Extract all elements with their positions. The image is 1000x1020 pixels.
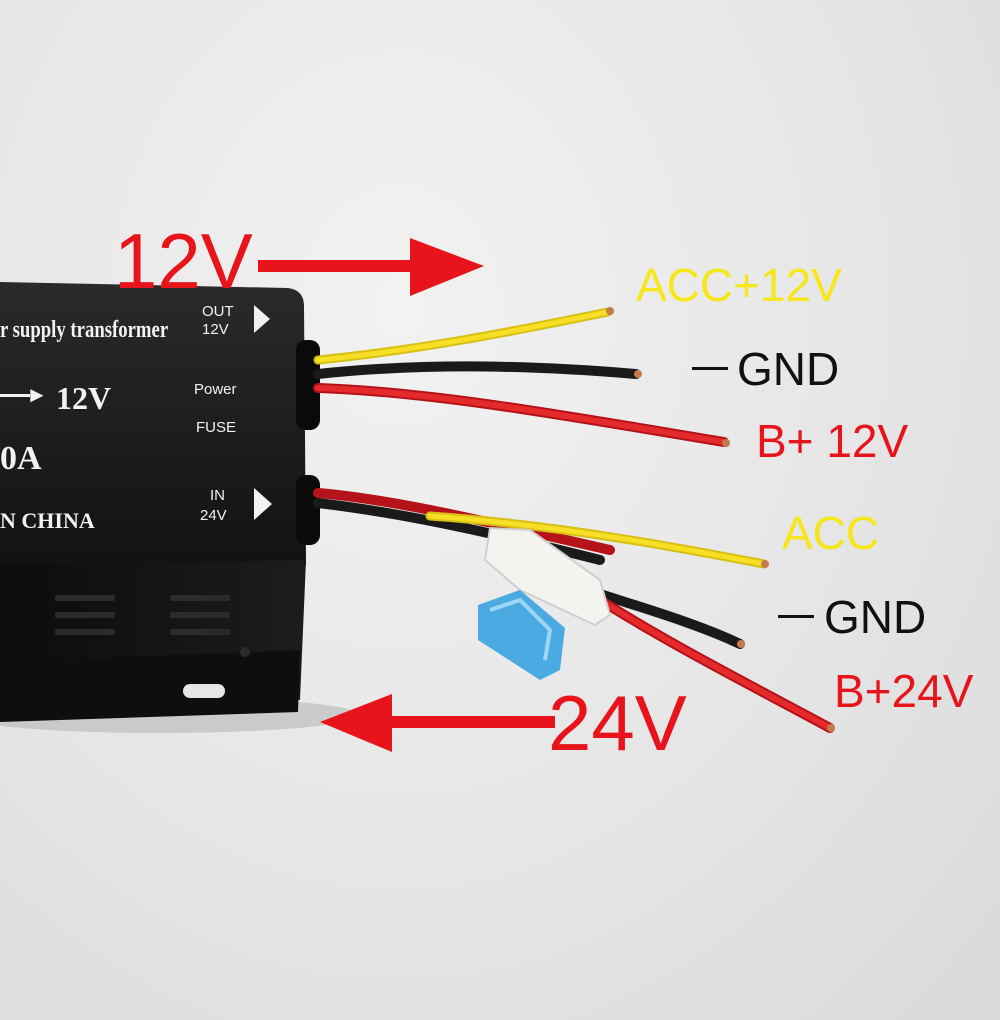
- left-arrow-icon: [320, 694, 555, 752]
- label-gnd-bottom: GND: [824, 591, 927, 643]
- in-label: IN: [210, 487, 225, 504]
- label-bplus-12v: B+ 12V: [756, 415, 909, 467]
- label-gnd-top: GND: [737, 343, 840, 395]
- arrow-label-24v: 24V: [548, 679, 687, 767]
- gnd-dash-bottom: [778, 615, 814, 618]
- converter-arrow-icon: [0, 394, 30, 397]
- converter-title: r supply transformer: [0, 317, 169, 343]
- input-wires: [313, 488, 835, 733]
- blue-fuse-icon: [478, 590, 565, 680]
- converter-arrow-head: ►: [26, 382, 48, 407]
- converter-rating: 0A: [0, 440, 42, 477]
- converter-box: [0, 282, 320, 722]
- in-triangle-icon: [254, 488, 272, 520]
- label-acc-12v: ACC+12V: [636, 259, 842, 311]
- converter-conversion-text: 12V: [56, 380, 112, 416]
- output-wires: [313, 307, 730, 447]
- out-label: OUT: [202, 303, 234, 320]
- label-bplus-24v: B+24V: [834, 665, 974, 717]
- out-triangle-icon: [254, 305, 270, 333]
- fuse-label: FUSE: [196, 419, 237, 436]
- converter-origin: N CHINA: [0, 508, 95, 533]
- power-label: Power: [194, 381, 237, 398]
- arrow-label-12v: 12V: [114, 217, 253, 305]
- label-acc: ACC: [782, 507, 880, 559]
- out-voltage: 12V: [202, 321, 229, 338]
- gnd-dash-top: [692, 367, 728, 370]
- in-voltage: 24V: [200, 507, 227, 524]
- right-arrow-icon: [258, 238, 484, 296]
- fuse-holder: [483, 526, 612, 627]
